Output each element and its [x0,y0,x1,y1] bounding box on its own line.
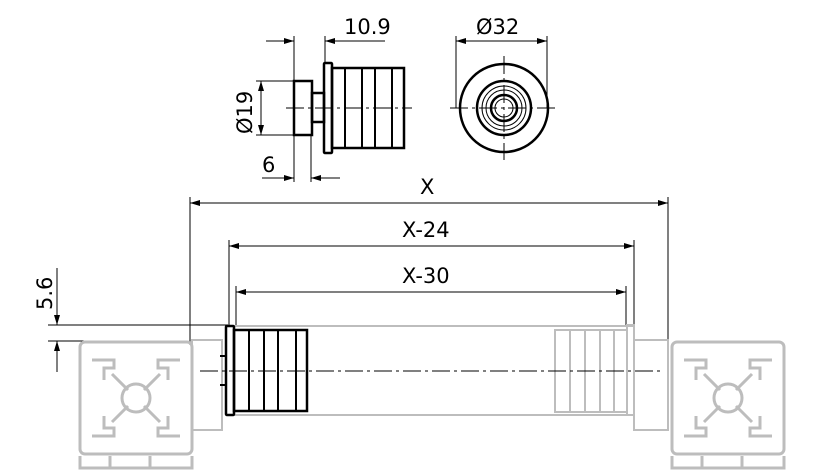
dim-offset: 5.6 [33,268,228,372]
dim-inner-span: X-24 [228,218,635,326]
dim-label-6: 6 [262,153,275,177]
dim-label-10-9: 10.9 [344,15,391,39]
dim-plug-diameter-small: Ø19 [233,80,294,136]
dim-label-x-24: X-24 [402,218,450,242]
dim-tube-length: X-30 [235,264,627,326]
dim-plug-diameter-large: Ø32 [455,15,548,108]
plug-end-view [450,56,558,160]
tube-ghost [234,324,635,416]
dim-label-5-6: 5.6 [33,277,57,310]
profile-right [670,340,786,470]
connector-right [633,339,669,431]
plug-assembled [220,324,309,417]
dim-label-d32: Ø32 [476,15,519,39]
dim-label-x-30: X-30 [402,264,450,288]
dim-boss-length: 6 [262,135,340,182]
profile-left [78,340,194,470]
dim-overall-x: X [189,175,669,345]
connector-left [191,339,223,431]
dim-plug-length: 10.9 [266,15,391,81]
dim-label-x: X [420,175,434,199]
dim-label-d19: Ø19 [233,91,257,134]
plug-side-view [286,61,412,155]
